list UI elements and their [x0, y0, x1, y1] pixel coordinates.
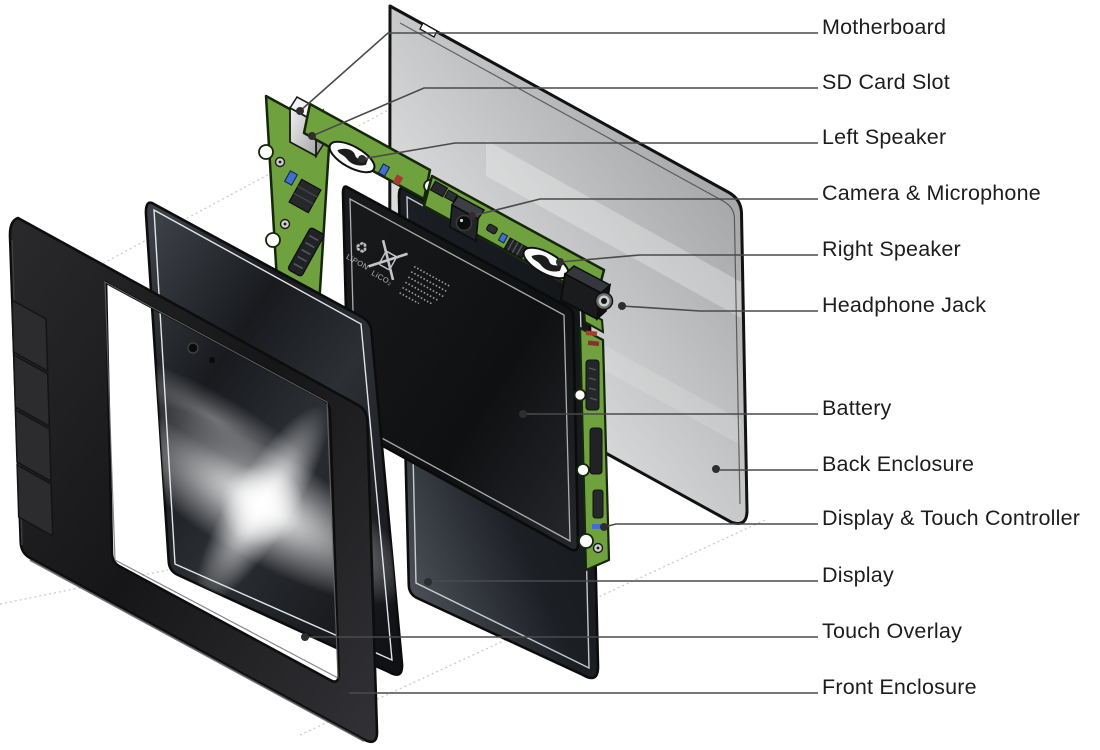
camera-lens: [455, 214, 473, 232]
ambient-sensor-hole: [209, 357, 215, 363]
leader-lines: [296, 32, 818, 698]
microphone: [486, 223, 498, 235]
label-touch-overlay: Touch Overlay: [822, 619, 963, 643]
crossed-bin-icon: [368, 239, 408, 281]
leader-dot-touch-overlay: [301, 633, 309, 641]
leader-dot-sd-card-slot: [308, 132, 316, 140]
label-battery: Battery: [822, 396, 892, 420]
leader-line-headphone-jack: [621, 305, 818, 312]
battery-layer: ♻ LiPON LiCO₂: [341, 185, 580, 552]
leader-line-motherboard: [299, 32, 818, 112]
motherboard-assembly: [258, 94, 614, 324]
label-headphone-jack: Headphone Jack: [822, 293, 987, 317]
leader-dot-headphone-jack: [618, 302, 626, 310]
leader-dot-front-enclosure: [341, 690, 349, 698]
side-buttons: [11, 298, 54, 538]
label-front-enclosure: Front Enclosure: [822, 675, 977, 699]
leader-dot-battery: [519, 410, 527, 418]
leader-dot-left-speaker: [358, 155, 366, 163]
label-display: Display: [822, 563, 894, 587]
label-right-speaker: Right Speaker: [822, 237, 961, 261]
label-back-enclosure: Back Enclosure: [822, 452, 975, 476]
camera-module: [449, 195, 486, 243]
leader-dot-camera-microphone: [468, 212, 476, 220]
label-sd-card-slot: SD Card Slot: [822, 70, 950, 94]
label-display-touch-controller: Display & Touch Controller: [822, 506, 1081, 530]
headphone-jack: [560, 265, 614, 321]
leader-dot-back-enclosure: [712, 465, 720, 473]
leader-line-right-speaker: [559, 254, 818, 263]
leader-line-left-speaker: [361, 142, 818, 160]
leader-line-camera-microphone: [471, 198, 818, 217]
label-left-speaker: Left Speaker: [822, 125, 947, 149]
leader-dot-right-speaker: [556, 258, 564, 266]
leader-line-display-touch-controller: [603, 523, 818, 528]
label-motherboard: Motherboard: [822, 15, 947, 39]
leader-dot-display-touch-controller: [600, 523, 608, 531]
leader-dot-display: [424, 578, 432, 586]
leader-dot-motherboard: [296, 107, 304, 115]
display-touch-controller-board: [573, 308, 611, 572]
front-camera-hole: [187, 342, 199, 354]
front-enclosure-layer: [8, 216, 379, 744]
label-camera-microphone: Camera & Microphone: [822, 181, 1041, 205]
leader-line-sd-card-slot: [311, 87, 818, 137]
